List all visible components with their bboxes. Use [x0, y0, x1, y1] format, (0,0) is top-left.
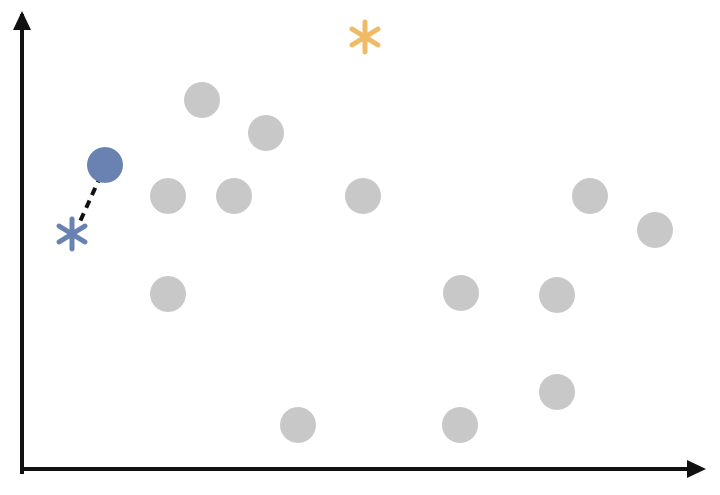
- gray-point: [442, 407, 478, 443]
- gray-point: [572, 178, 608, 214]
- gray-point: [216, 178, 252, 214]
- x-axis-arrowhead: [687, 460, 706, 478]
- gray-point: [184, 82, 220, 118]
- highlighted-point: [87, 147, 123, 183]
- dashed-link: [76, 174, 103, 227]
- gray-points-group: [150, 82, 673, 443]
- gray-point: [150, 178, 186, 214]
- gray-point: [539, 277, 575, 313]
- y-axis-arrowhead: [13, 11, 31, 30]
- gray-point: [345, 178, 381, 214]
- gray-point: [150, 276, 186, 312]
- orange-asterisk-icon: [349, 19, 381, 55]
- blue-asterisk-icon: [56, 216, 88, 252]
- gray-point: [539, 374, 575, 410]
- gray-point: [248, 115, 284, 151]
- gray-point: [443, 275, 479, 311]
- gray-point: [637, 212, 673, 248]
- gray-point: [280, 407, 316, 443]
